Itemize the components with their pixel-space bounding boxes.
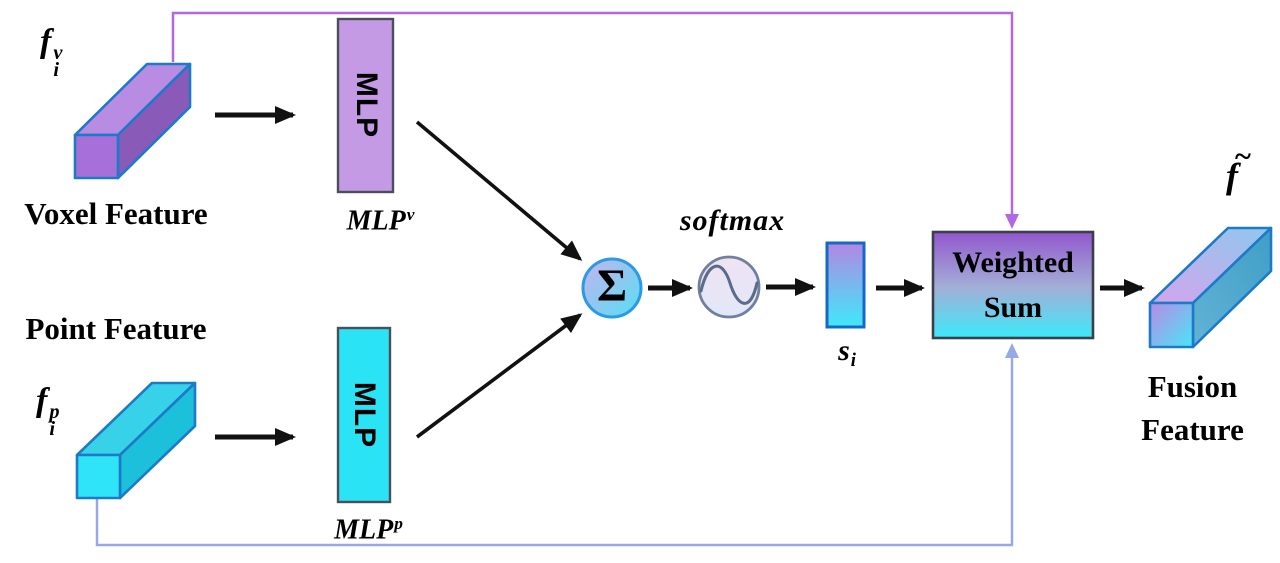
point-feature-caption: Point Feature bbox=[25, 311, 207, 346]
voxel-feature-bar bbox=[73, 62, 192, 180]
score-symbol: si bbox=[818, 334, 876, 371]
weighted-sum-line1: Weighted bbox=[952, 246, 1074, 279]
weighted-sum-line2: Sum bbox=[983, 291, 1043, 324]
mlp-point-label-base: MLP bbox=[334, 514, 394, 546]
point-bar-front-face bbox=[75, 453, 122, 500]
weighted-sum-box bbox=[931, 230, 1095, 340]
point-skip-connection-line bbox=[95, 343, 1019, 547]
voxel-symbol-sup: v bbox=[53, 42, 63, 65]
sum-symbol: Σ bbox=[596, 259, 628, 311]
mlp-voxel-label-sup: v bbox=[406, 205, 415, 224]
softmax-label: softmax bbox=[679, 204, 786, 237]
point-symbol-sup: p bbox=[49, 401, 60, 424]
voxel-symbol-sub: i bbox=[53, 59, 59, 82]
score-symbol-sub: i bbox=[850, 349, 856, 371]
softmax-curve-icon bbox=[699, 264, 759, 305]
mlp-point-label-sup: p bbox=[394, 514, 403, 533]
score-vector-bar bbox=[825, 241, 866, 329]
flow-arrows bbox=[215, 106, 1145, 446]
sum-node-circle bbox=[581, 257, 643, 319]
fusion-bar-front-face bbox=[1148, 301, 1195, 349]
arrow-mlpv-to-sum bbox=[415, 120, 583, 261]
fusion-caption-line1: Fusion bbox=[1147, 369, 1238, 404]
mlp-voxel-label-base: MLP bbox=[346, 205, 406, 237]
mlp-point-box-border bbox=[336, 326, 392, 504]
fusion-feature-symbol: ~f bbox=[1226, 139, 1251, 197]
fusion-caption-line2: Feature bbox=[1141, 411, 1244, 447]
point-symbol-base: f bbox=[36, 382, 48, 419]
mlp-point-box-label: MLP bbox=[348, 381, 381, 449]
mlp-voxel-box bbox=[338, 19, 393, 192]
fusion-symbol-tilde: ~ bbox=[1235, 139, 1251, 173]
mlp-point-label: MLPp bbox=[306, 514, 431, 547]
voxel-bar-front-face bbox=[73, 133, 120, 180]
mlp-voxel-label: MLPv bbox=[318, 205, 443, 238]
softmax-node-circle bbox=[697, 255, 761, 319]
voxel-feature-caption: Voxel Feature bbox=[24, 196, 208, 231]
fusion-feature-bar bbox=[1148, 226, 1273, 349]
point-feature-bar bbox=[75, 381, 197, 500]
mlp-point-box bbox=[338, 328, 390, 502]
fusion-feature-caption: Fusion Feature bbox=[1110, 366, 1275, 452]
mlp-voxel-box-label: MLP bbox=[350, 71, 383, 139]
mlp-voxel-box-border bbox=[336, 17, 395, 194]
weighted-sum-label: Weighted Sum bbox=[933, 232, 1093, 338]
fusion-symbol-base: f bbox=[1226, 156, 1238, 196]
point-symbol-sub: i bbox=[49, 418, 55, 441]
voxel-skip-connection-line bbox=[171, 11, 1019, 229]
voxel-symbol-base: f bbox=[40, 23, 52, 60]
score-symbol-base: s bbox=[838, 334, 850, 367]
arrow-mlpp-to-sum bbox=[415, 313, 583, 439]
